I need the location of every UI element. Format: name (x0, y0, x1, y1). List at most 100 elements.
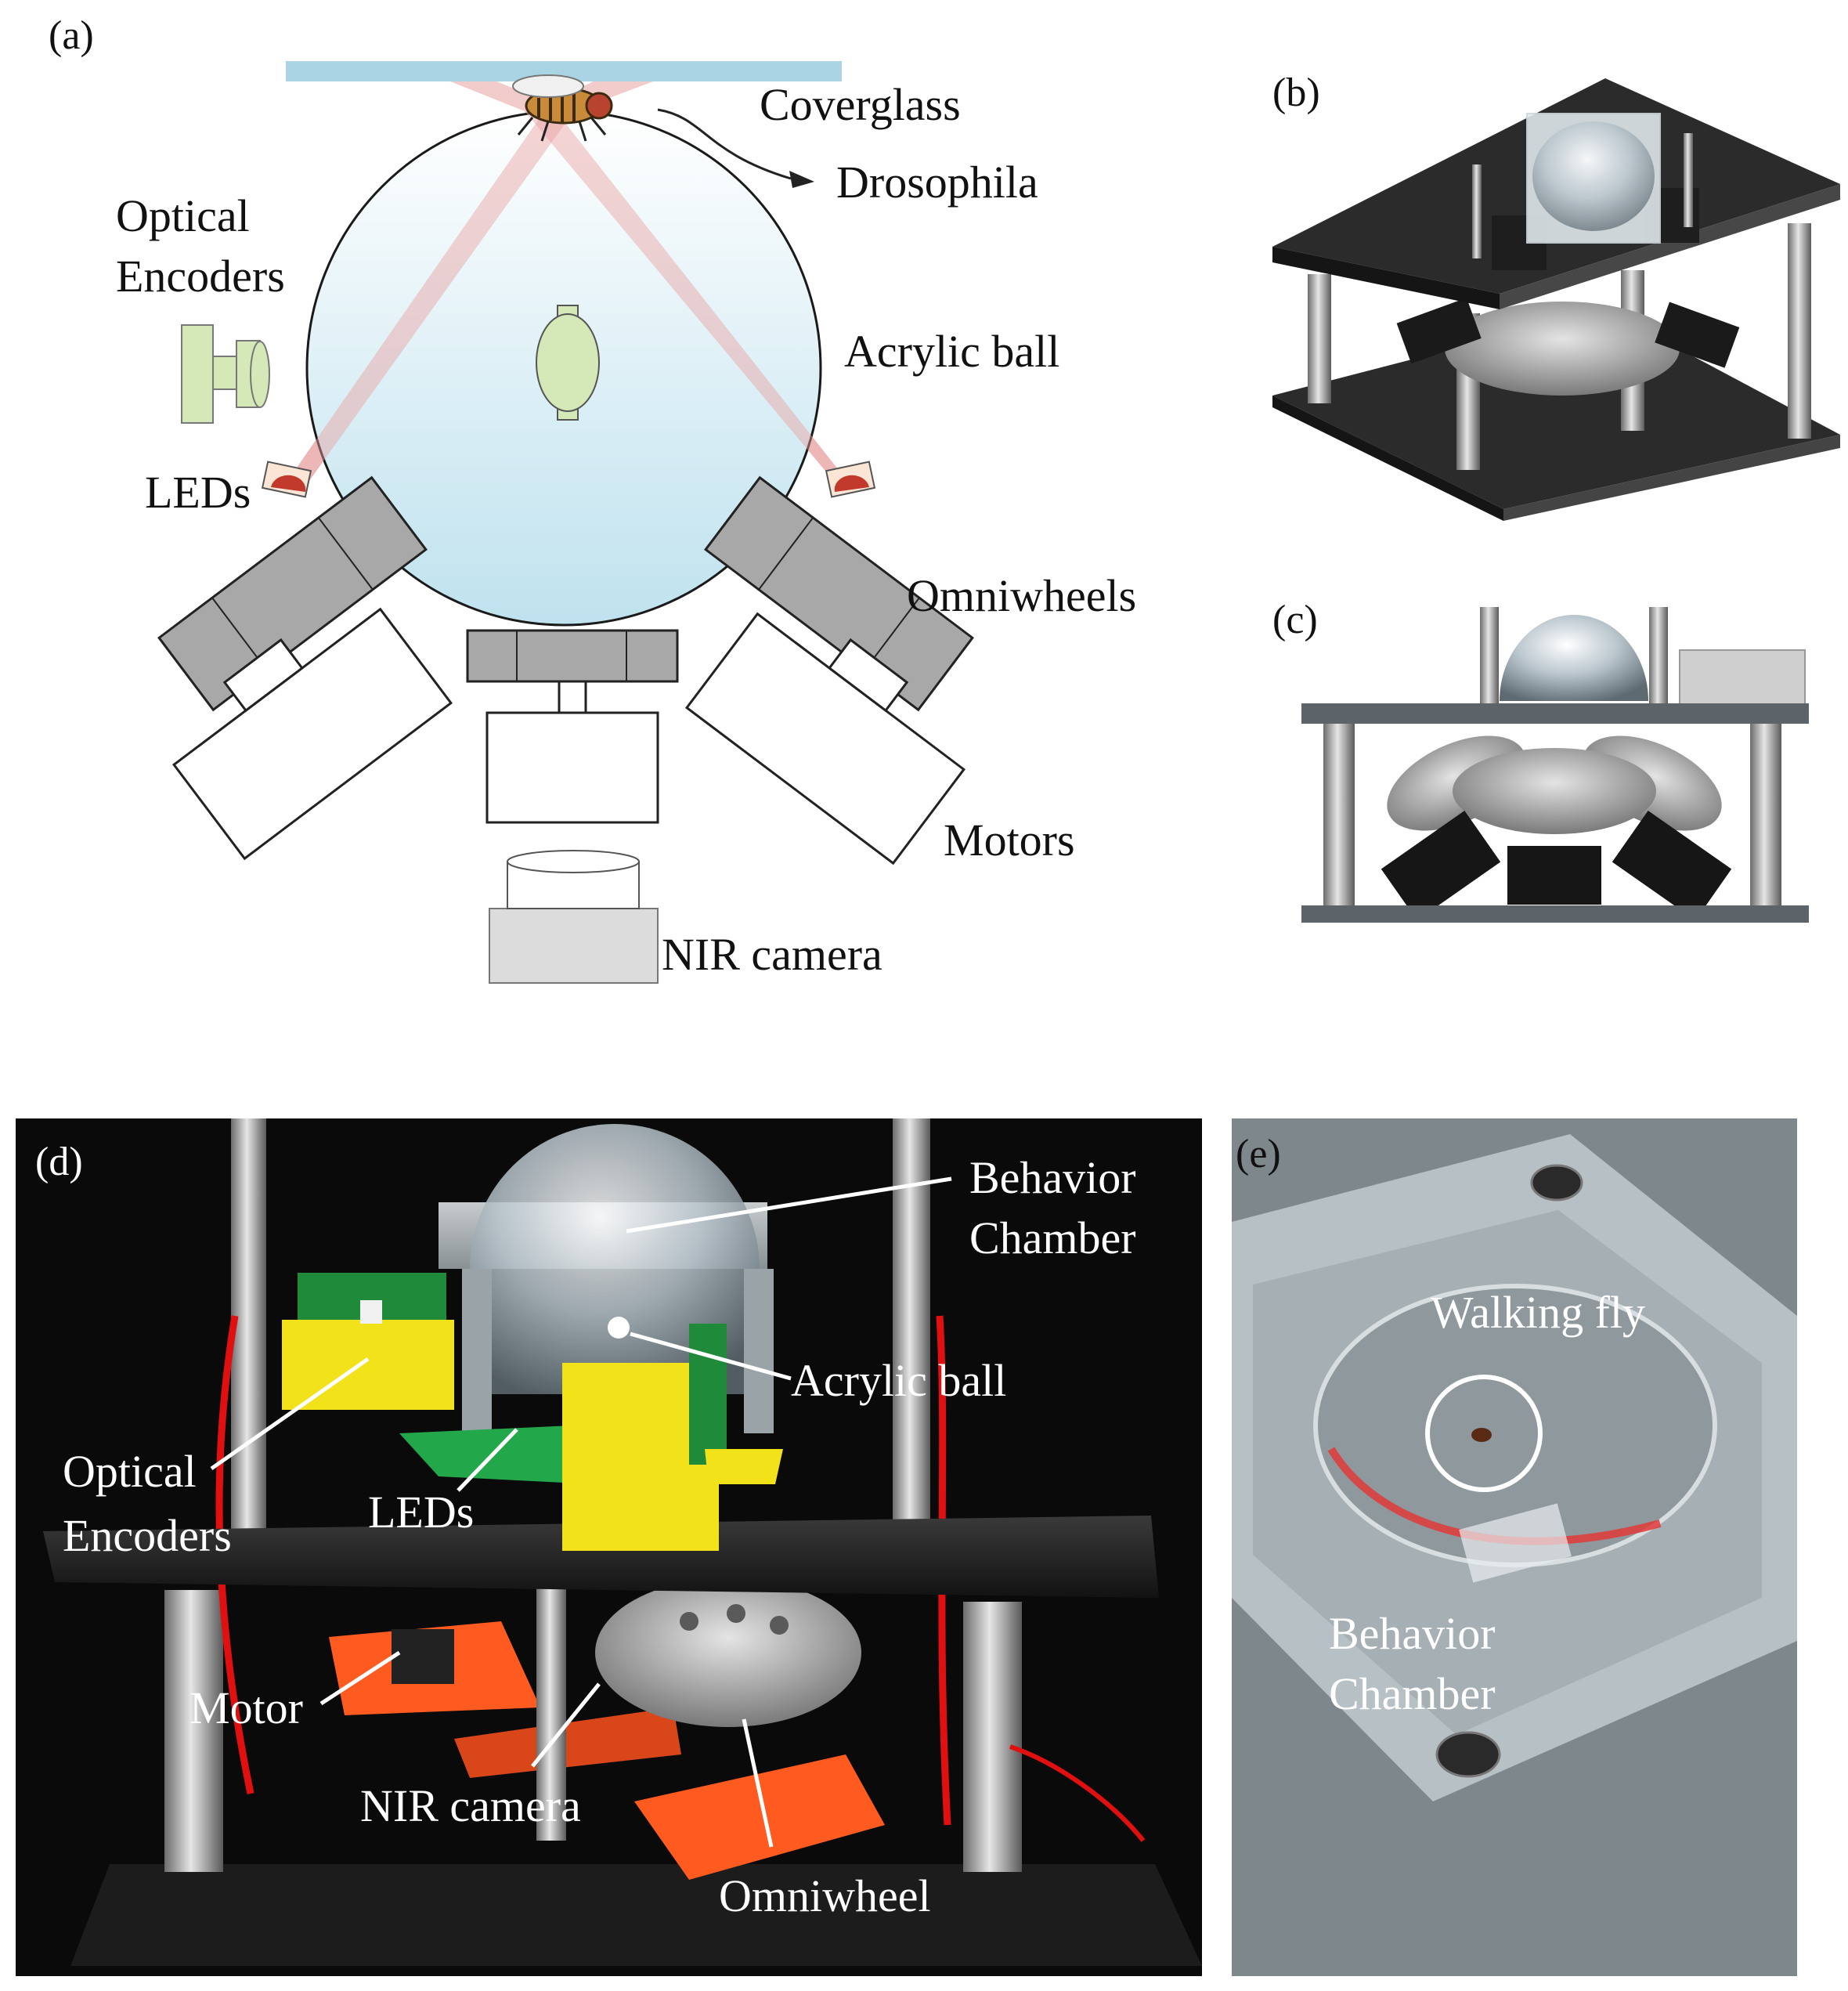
photo-d-omniwheel-roller (770, 1616, 789, 1635)
photo-d-orange-mount (454, 1707, 681, 1778)
photo-d-chamber-standoff (462, 1269, 492, 1433)
rig-3d-chamber-rod (1684, 133, 1693, 227)
optical-encoder-icon (181, 324, 270, 424)
rig-3d-post (1308, 274, 1331, 403)
photo-e-red-reflection (1327, 1447, 1662, 1545)
led-left-icon (261, 461, 312, 498)
pointer-acrylic-ball (630, 1332, 792, 1381)
photo-e-label-behavior-line1: Behavior (1329, 1608, 1496, 1659)
drosophila-arrowhead (789, 171, 814, 188)
panel-b-label: (b) (1272, 70, 1320, 115)
pointer-motor (319, 1650, 401, 1706)
photo-d-label-omniwheel: Omniwheel (719, 1870, 931, 1921)
photo-e-label-behavior-line2: Chamber (1329, 1668, 1496, 1719)
pointer-nir-camera (531, 1682, 601, 1768)
side-view-ball-dome (1500, 615, 1648, 701)
side-view-motor (1612, 810, 1732, 921)
panel-b: (b) (1272, 70, 1840, 521)
label-motors: Motors (944, 815, 1075, 865)
photo-d-ball-highlight (608, 1317, 630, 1339)
photo-d-omniwheel (595, 1578, 861, 1727)
photo-d-label-leds: LEDs (368, 1487, 474, 1538)
rig-3d-motor (1396, 298, 1482, 364)
photo-d-encoder-mount (282, 1320, 454, 1410)
panel-d: (d) Behavior Chamber Acrylic ball Optica… (16, 1118, 1202, 1976)
rig-3d-lower-plate-edge (1272, 396, 1503, 521)
side-view-motor (1507, 846, 1601, 905)
lens-icon (536, 305, 600, 421)
label-optical-encoders-line2: Encoders (116, 251, 285, 302)
photo-d-chamber-standoff (744, 1269, 774, 1433)
photo-d-post (231, 1118, 266, 1541)
motor-left (172, 607, 453, 861)
panel-c-label: (c) (1272, 598, 1318, 642)
panel-e: (e) Walking fly Behavior Chamber (1232, 1118, 1797, 1976)
side-view-omniwheel-center (1453, 748, 1656, 834)
photo-d-cable (1009, 1744, 1146, 1842)
label-nir-camera: NIR camera (662, 929, 882, 980)
photo-d-motor (392, 1629, 454, 1684)
motor-bottom (485, 680, 659, 824)
side-view-post (1750, 724, 1781, 905)
rig-3d-upper-plate-edge2 (1500, 184, 1840, 309)
nir-camera-icon (489, 850, 659, 984)
pointer-behavior-chamber (626, 1176, 952, 1234)
photo-d-label-optical-line2: Encoders (63, 1510, 232, 1561)
photo-d-label-behavior-line2: Chamber (969, 1212, 1136, 1263)
photo-d-label-nir-camera: NIR camera (360, 1780, 581, 1831)
rig-3d-omniwheels (1445, 302, 1680, 396)
photo-d-yellow-tab (705, 1449, 783, 1484)
label-acrylic-ball: Acrylic ball (844, 326, 1059, 377)
pointer-leds (457, 1428, 518, 1492)
side-view-upper-plate (1301, 703, 1809, 724)
led-right-icon (825, 461, 876, 498)
photo-d-label-motor: Motor (189, 1682, 303, 1733)
drosophila-pointer-arrow (657, 108, 792, 180)
panel-d-label: (d) (35, 1140, 83, 1184)
label-coverglass: Coverglass (760, 79, 961, 130)
label-leds: LEDs (145, 467, 251, 518)
photo-e-screw (1435, 1731, 1501, 1778)
photo-d-post (536, 1582, 566, 1841)
side-view-encoder-block (1679, 649, 1806, 706)
rig-3d-upper-plate-edge (1272, 247, 1500, 309)
panel-e-label: (e) (1236, 1132, 1281, 1176)
photo-e-label-walking-fly: Walking fly (1431, 1287, 1645, 1338)
label-omniwheels: Omniwheels (907, 570, 1136, 621)
panel-a: (a) (49, 13, 1136, 984)
photo-d-label-behavior-line1: Behavior (969, 1152, 1136, 1203)
side-view-lower-plate (1301, 905, 1809, 923)
photo-d-omniwheel-roller (680, 1612, 698, 1631)
motor-right (684, 612, 966, 865)
photo-d-green-mount (399, 1425, 595, 1484)
photo-d-encoder-pcb (360, 1300, 382, 1324)
side-view-chamber-post (1649, 607, 1668, 705)
photo-d-orange-mount (634, 1754, 885, 1880)
ir-beam-over-ball-b (525, 103, 850, 484)
label-optical-encoders-line1: Optical (116, 190, 250, 241)
photo-e-reflection (1459, 1503, 1572, 1583)
side-view-motor (1381, 810, 1501, 921)
rig-3d-ball (1532, 121, 1655, 231)
label-drosophila: Drosophila (836, 157, 1038, 208)
panel-a-label: (a) (49, 13, 94, 58)
ir-beam-over-ball-a (290, 103, 574, 484)
panel-c: (c) (1272, 598, 1809, 923)
pointer-omniwheel (742, 1718, 774, 1848)
photo-e-screw (1530, 1164, 1583, 1201)
photo-d-post (963, 1602, 1022, 1872)
photo-e-fly-marker (1425, 1375, 1543, 1492)
rig-3d-motor (1655, 302, 1740, 368)
photo-d-omniwheel-roller (727, 1604, 745, 1623)
photo-d-label-acrylic-ball: Acrylic ball (791, 1355, 1006, 1406)
photo-d-upper-breadboard (43, 1516, 1159, 1598)
omniwheel-left (157, 475, 428, 712)
rig-3d-lower-plate-edge2 (1503, 435, 1840, 521)
rig-3d-chamber-rod (1472, 164, 1482, 258)
omniwheel-bottom (466, 629, 679, 683)
drosophila-icon (512, 74, 613, 142)
photo-d-lower-breadboard (70, 1864, 1202, 1966)
photo-d-acrylic-ball (470, 1124, 760, 1394)
rig-3d-post (1788, 223, 1811, 439)
